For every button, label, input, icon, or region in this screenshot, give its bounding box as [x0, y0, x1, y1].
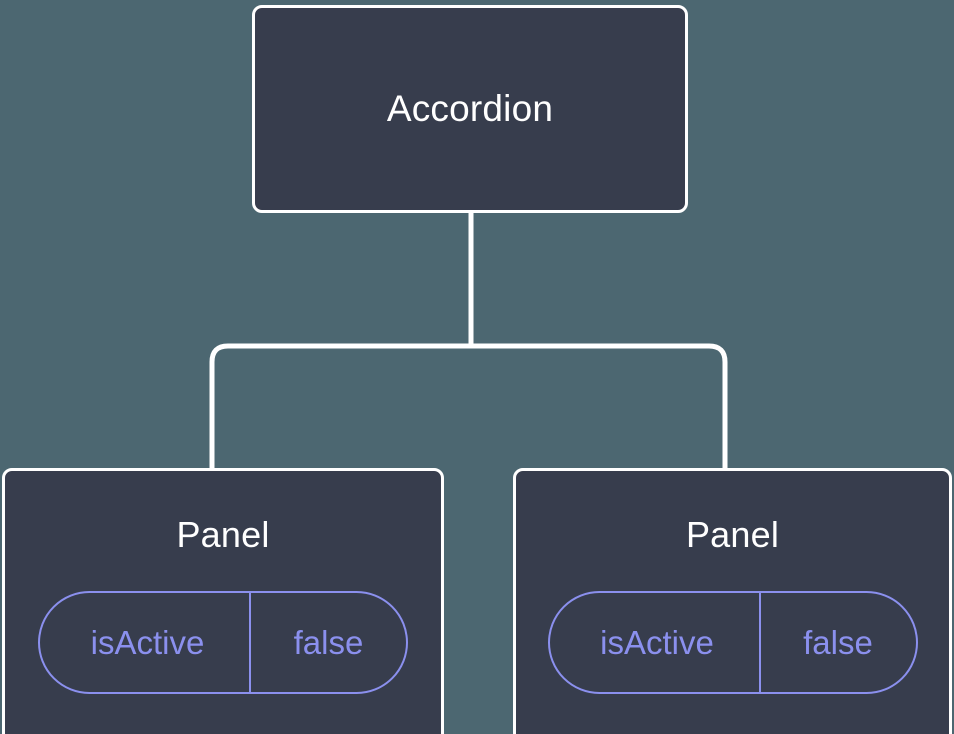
state-badge-panel-1-value: false: [293, 623, 364, 661]
state-badge-panel-1-key: isActive: [90, 623, 205, 661]
connector-branch-bar: [209, 343, 728, 470]
tree-node-panel-2-label: Panel: [685, 514, 780, 555]
state-badge-panel-1[interactable]: isActive false: [38, 590, 408, 694]
state-badge-panel-1-divider: [249, 592, 251, 692]
tree-node-panel-2[interactable]: Panel isActive false: [513, 468, 952, 734]
tree-node-panel-1-label: Panel: [176, 514, 270, 555]
tree-node-panel-1[interactable]: Panel isActive false: [2, 468, 444, 734]
state-badge-panel-2[interactable]: isActive false: [547, 590, 918, 694]
state-badge-panel-2-divider: [758, 592, 761, 692]
tree-node-accordion[interactable]: Accordion: [252, 5, 688, 213]
state-badge-panel-2-key: isActive: [600, 623, 714, 661]
tree-node-accordion-label: Accordion: [386, 87, 554, 129]
state-badge-panel-2-value: false: [803, 623, 873, 661]
